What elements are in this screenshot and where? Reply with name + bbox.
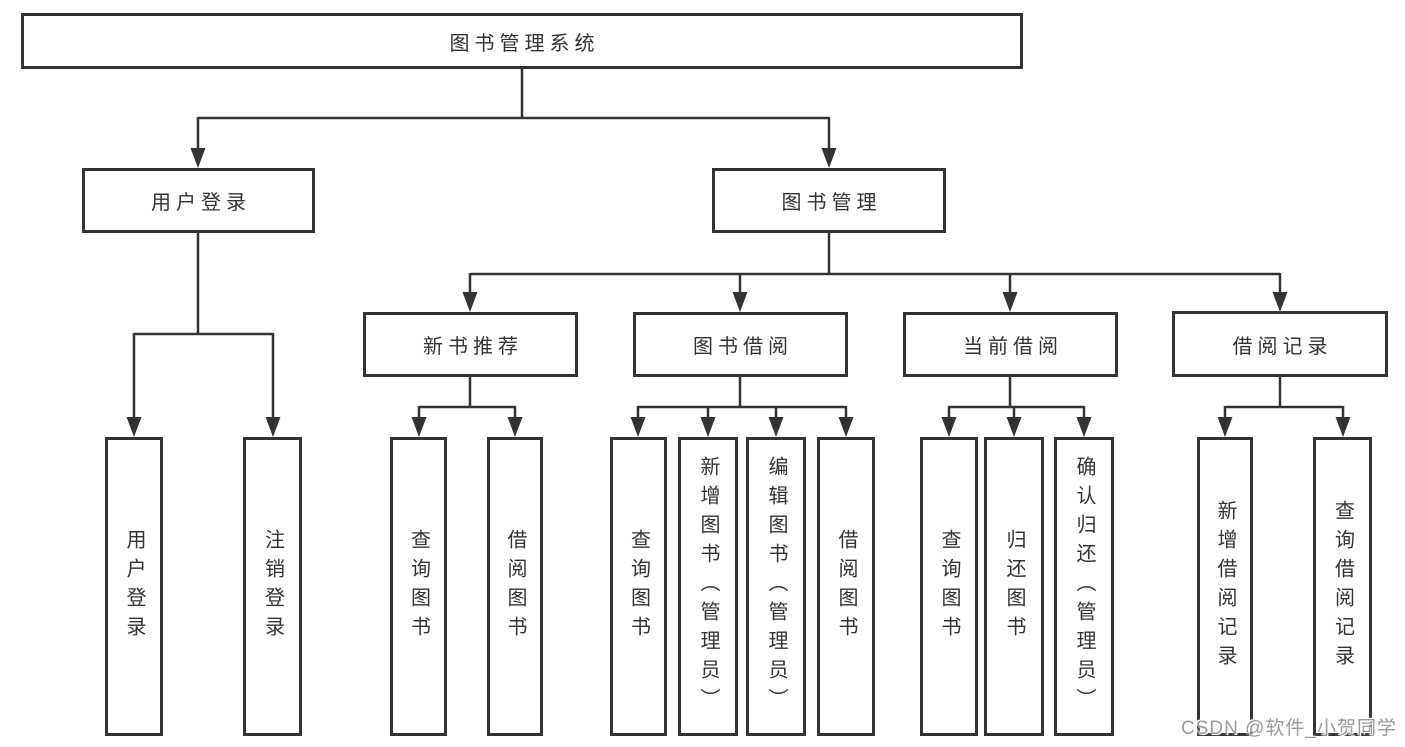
node-leaf-edit-book-admin: 编辑图书（管理员） [746,437,806,736]
leaf-label: 注销登录 [261,528,284,645]
leaf-label: 新增图书（管理员） [697,456,719,717]
leaf-label: 查询借阅记录 [1331,499,1354,674]
leaf-label: 借阅图书 [504,528,526,645]
node-leaf-query-books-rec: 查询图书 [390,437,447,736]
node-leaf-user-login: 用户登录 [105,437,163,736]
connector-borrow-records-to-leaves [1217,377,1351,437]
node-leaf-borrow-books: 借阅图书 [817,437,875,736]
leaf-label: 查询图书 [627,528,650,645]
node-leaf-logout: 注销登录 [243,437,302,736]
connector-root-to-level2 [190,68,837,168]
node-book-borrowing: 图书借阅 [633,312,848,377]
node-leaf-add-borrow-record: 新增借阅记录 [1197,437,1253,736]
node-leaf-query-books-current: 查询图书 [920,437,978,736]
node-leaf-query-borrow-record: 查询借阅记录 [1313,437,1372,736]
connector-book-borrow-to-leaves [630,377,854,437]
node-leaf-add-book-admin: 新增图书（管理员） [678,437,738,736]
leaf-label: 借阅图书 [835,528,857,645]
node-book-management: 图书管理 [712,168,946,233]
leaf-label: 用户登录 [123,528,145,645]
leaf-label: 新增借阅记录 [1214,499,1236,674]
node-leaf-query-books-borrow: 查询图书 [610,437,667,736]
connector-current-borrow-to-leaves [941,377,1092,437]
node-current-borrowing: 当前借阅 [903,312,1118,377]
connector-new-book-rec-to-leaves [411,377,523,437]
connector-book-mgmt-to-level3 [462,232,1288,312]
node-root: 图书管理系统 [21,13,1023,69]
node-user-login: 用户登录 [82,168,315,233]
node-new-book-recommendation: 新书推荐 [363,312,578,377]
node-leaf-confirm-return-admin: 确认归还（管理员） [1054,437,1114,736]
node-leaf-return-books: 归还图书 [984,437,1044,736]
leaf-label: 编辑图书（管理员） [765,456,787,717]
leaf-label: 归还图书 [1003,528,1025,645]
connector-user-login-to-leaves [126,232,281,437]
node-leaf-borrow-books-rec: 借阅图书 [487,437,543,736]
node-borrowing-records: 借阅记录 [1172,311,1388,377]
leaf-label: 确认归还（管理员） [1073,456,1095,717]
leaf-label: 查询图书 [407,528,430,645]
csdn-watermark: CSDN @软件_小贺同学 [1181,718,1397,739]
leaf-label: 查询图书 [938,528,960,645]
